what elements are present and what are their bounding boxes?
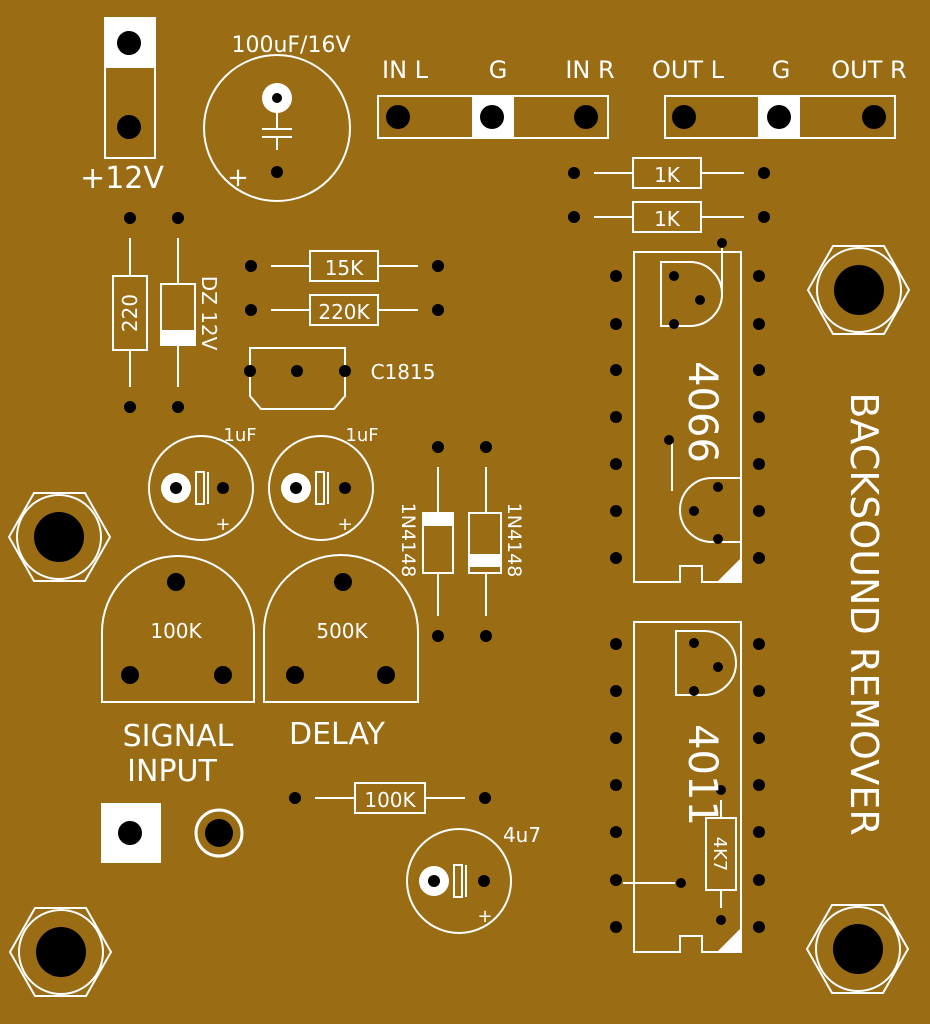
ic-4066-label: 4066 <box>679 361 725 463</box>
capacitor-c3-value: 4u7 <box>503 823 541 847</box>
output-label-right: OUT R <box>831 56 906 84</box>
power-header <box>104 17 156 159</box>
input-label-right: IN R <box>565 56 614 84</box>
output-label-ground: G <box>772 56 791 84</box>
diode-d2-label: 1N4148 <box>503 503 525 578</box>
delay-label: DELAY <box>289 717 386 752</box>
diode-d2 <box>468 441 502 642</box>
capacitor-main-value: 100uF/16V <box>231 33 350 58</box>
capacitor-c2-value: 1uF <box>345 425 378 446</box>
trimpot-500k <box>263 554 419 703</box>
resistor-15k-value: 15K <box>325 256 364 280</box>
diode-d1 <box>422 441 454 642</box>
resistor-100k-value: 100K <box>364 788 416 812</box>
trimpot-100k <box>101 555 255 703</box>
resistor-15k <box>245 250 444 282</box>
ic-4011 <box>610 621 765 953</box>
input-header <box>377 95 609 139</box>
resistor-out2-value: 1K <box>654 207 681 231</box>
mounting-hole-top-right <box>806 245 911 335</box>
zener-diode-label: DZ 12V <box>197 276 221 351</box>
signal-input-connector <box>101 803 244 863</box>
ic-4011-label: 4011 <box>679 724 725 826</box>
transistor-label: C1815 <box>371 360 436 384</box>
capacitor-main-polarity: + <box>227 163 249 193</box>
trimpot-100k-value: 100K <box>150 619 202 643</box>
resistor-4k7-value: 4K7 <box>709 837 730 872</box>
ic-4066 <box>610 238 765 583</box>
capacitor-c1-value: 1uF <box>223 425 256 446</box>
input-label-ground: G <box>489 56 508 84</box>
diode-d1-label: 1N4148 <box>397 503 419 578</box>
zener-diode <box>160 212 196 413</box>
board-title: BACKSOUND REMOVER <box>842 392 886 835</box>
capacitor-c2-polarity: + <box>337 514 352 535</box>
input-label-left: IN L <box>382 56 429 84</box>
resistor-220 <box>112 212 148 413</box>
capacitor-c2 <box>268 435 374 541</box>
power-pad-2 <box>117 115 141 139</box>
power-label: +12V <box>80 161 164 196</box>
mounting-hole-left <box>7 492 112 582</box>
capacitor-main <box>203 54 351 202</box>
capacitor-c3 <box>406 828 512 934</box>
capacitor-c1 <box>148 435 254 541</box>
output-header <box>664 95 896 139</box>
resistor-220-value: 220 <box>118 294 142 332</box>
signal-input-line1: SIGNAL <box>123 719 234 754</box>
capacitor-c3-polarity: + <box>477 906 492 927</box>
mounting-hole-bottom-left <box>8 907 113 997</box>
mounting-hole-bottom-right <box>805 904 910 994</box>
resistor-out1 <box>568 157 770 189</box>
resistor-220k <box>245 294 444 326</box>
output-label-left: OUT L <box>652 56 725 84</box>
transistor-c1815 <box>244 347 351 410</box>
resistor-220k-value: 220K <box>318 300 370 324</box>
capacitor-c1-polarity: + <box>215 514 230 535</box>
resistor-out1-value: 1K <box>654 163 681 187</box>
trimpot-500k-value: 500K <box>316 619 368 643</box>
power-pad-1 <box>117 31 141 55</box>
resistor-100k <box>289 782 491 814</box>
resistor-out2 <box>568 201 770 233</box>
signal-input-line2: INPUT <box>127 754 217 789</box>
